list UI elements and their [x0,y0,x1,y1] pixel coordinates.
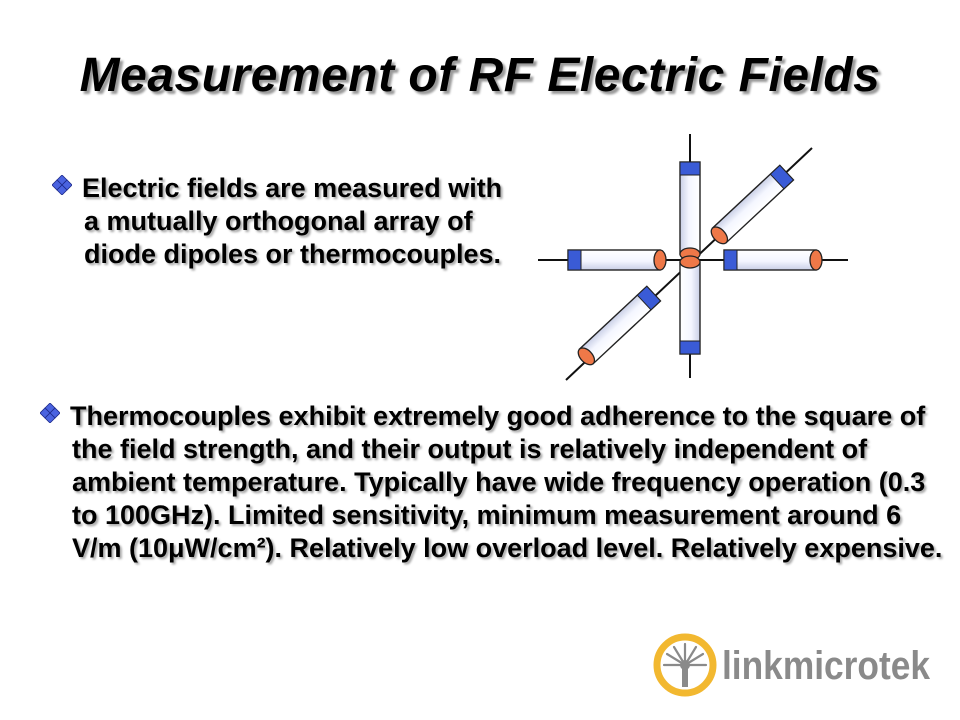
sunburst-logo-icon [653,633,717,697]
sensor-bottom [679,255,701,355]
company-logo: linkmicrotek [652,632,942,703]
bullet-text: Electric fields are measured with a mutu… [82,173,503,269]
bullet-electric-fields: Electric fields are measured with a mutu… [52,172,524,271]
slide-title: Measurement of RF Electric Fields [79,49,881,102]
sensor-upper-diagonal [707,164,795,248]
sensor-top [679,161,701,261]
logo-text: linkmicrotek [722,644,931,688]
orthogonal-dipole-array-diagram [538,134,848,381]
diamond-bullet-icon [52,175,72,195]
sensor-right [723,249,823,271]
diamond-bullet-icon [40,403,60,423]
sensor-left [567,249,667,271]
bullet-thermocouples: Thermocouples exhibit extremely good adh… [40,400,952,565]
bullet-text: Thermocouples exhibit extremely good adh… [70,401,943,563]
sensor-lower-diagonal [574,285,662,369]
